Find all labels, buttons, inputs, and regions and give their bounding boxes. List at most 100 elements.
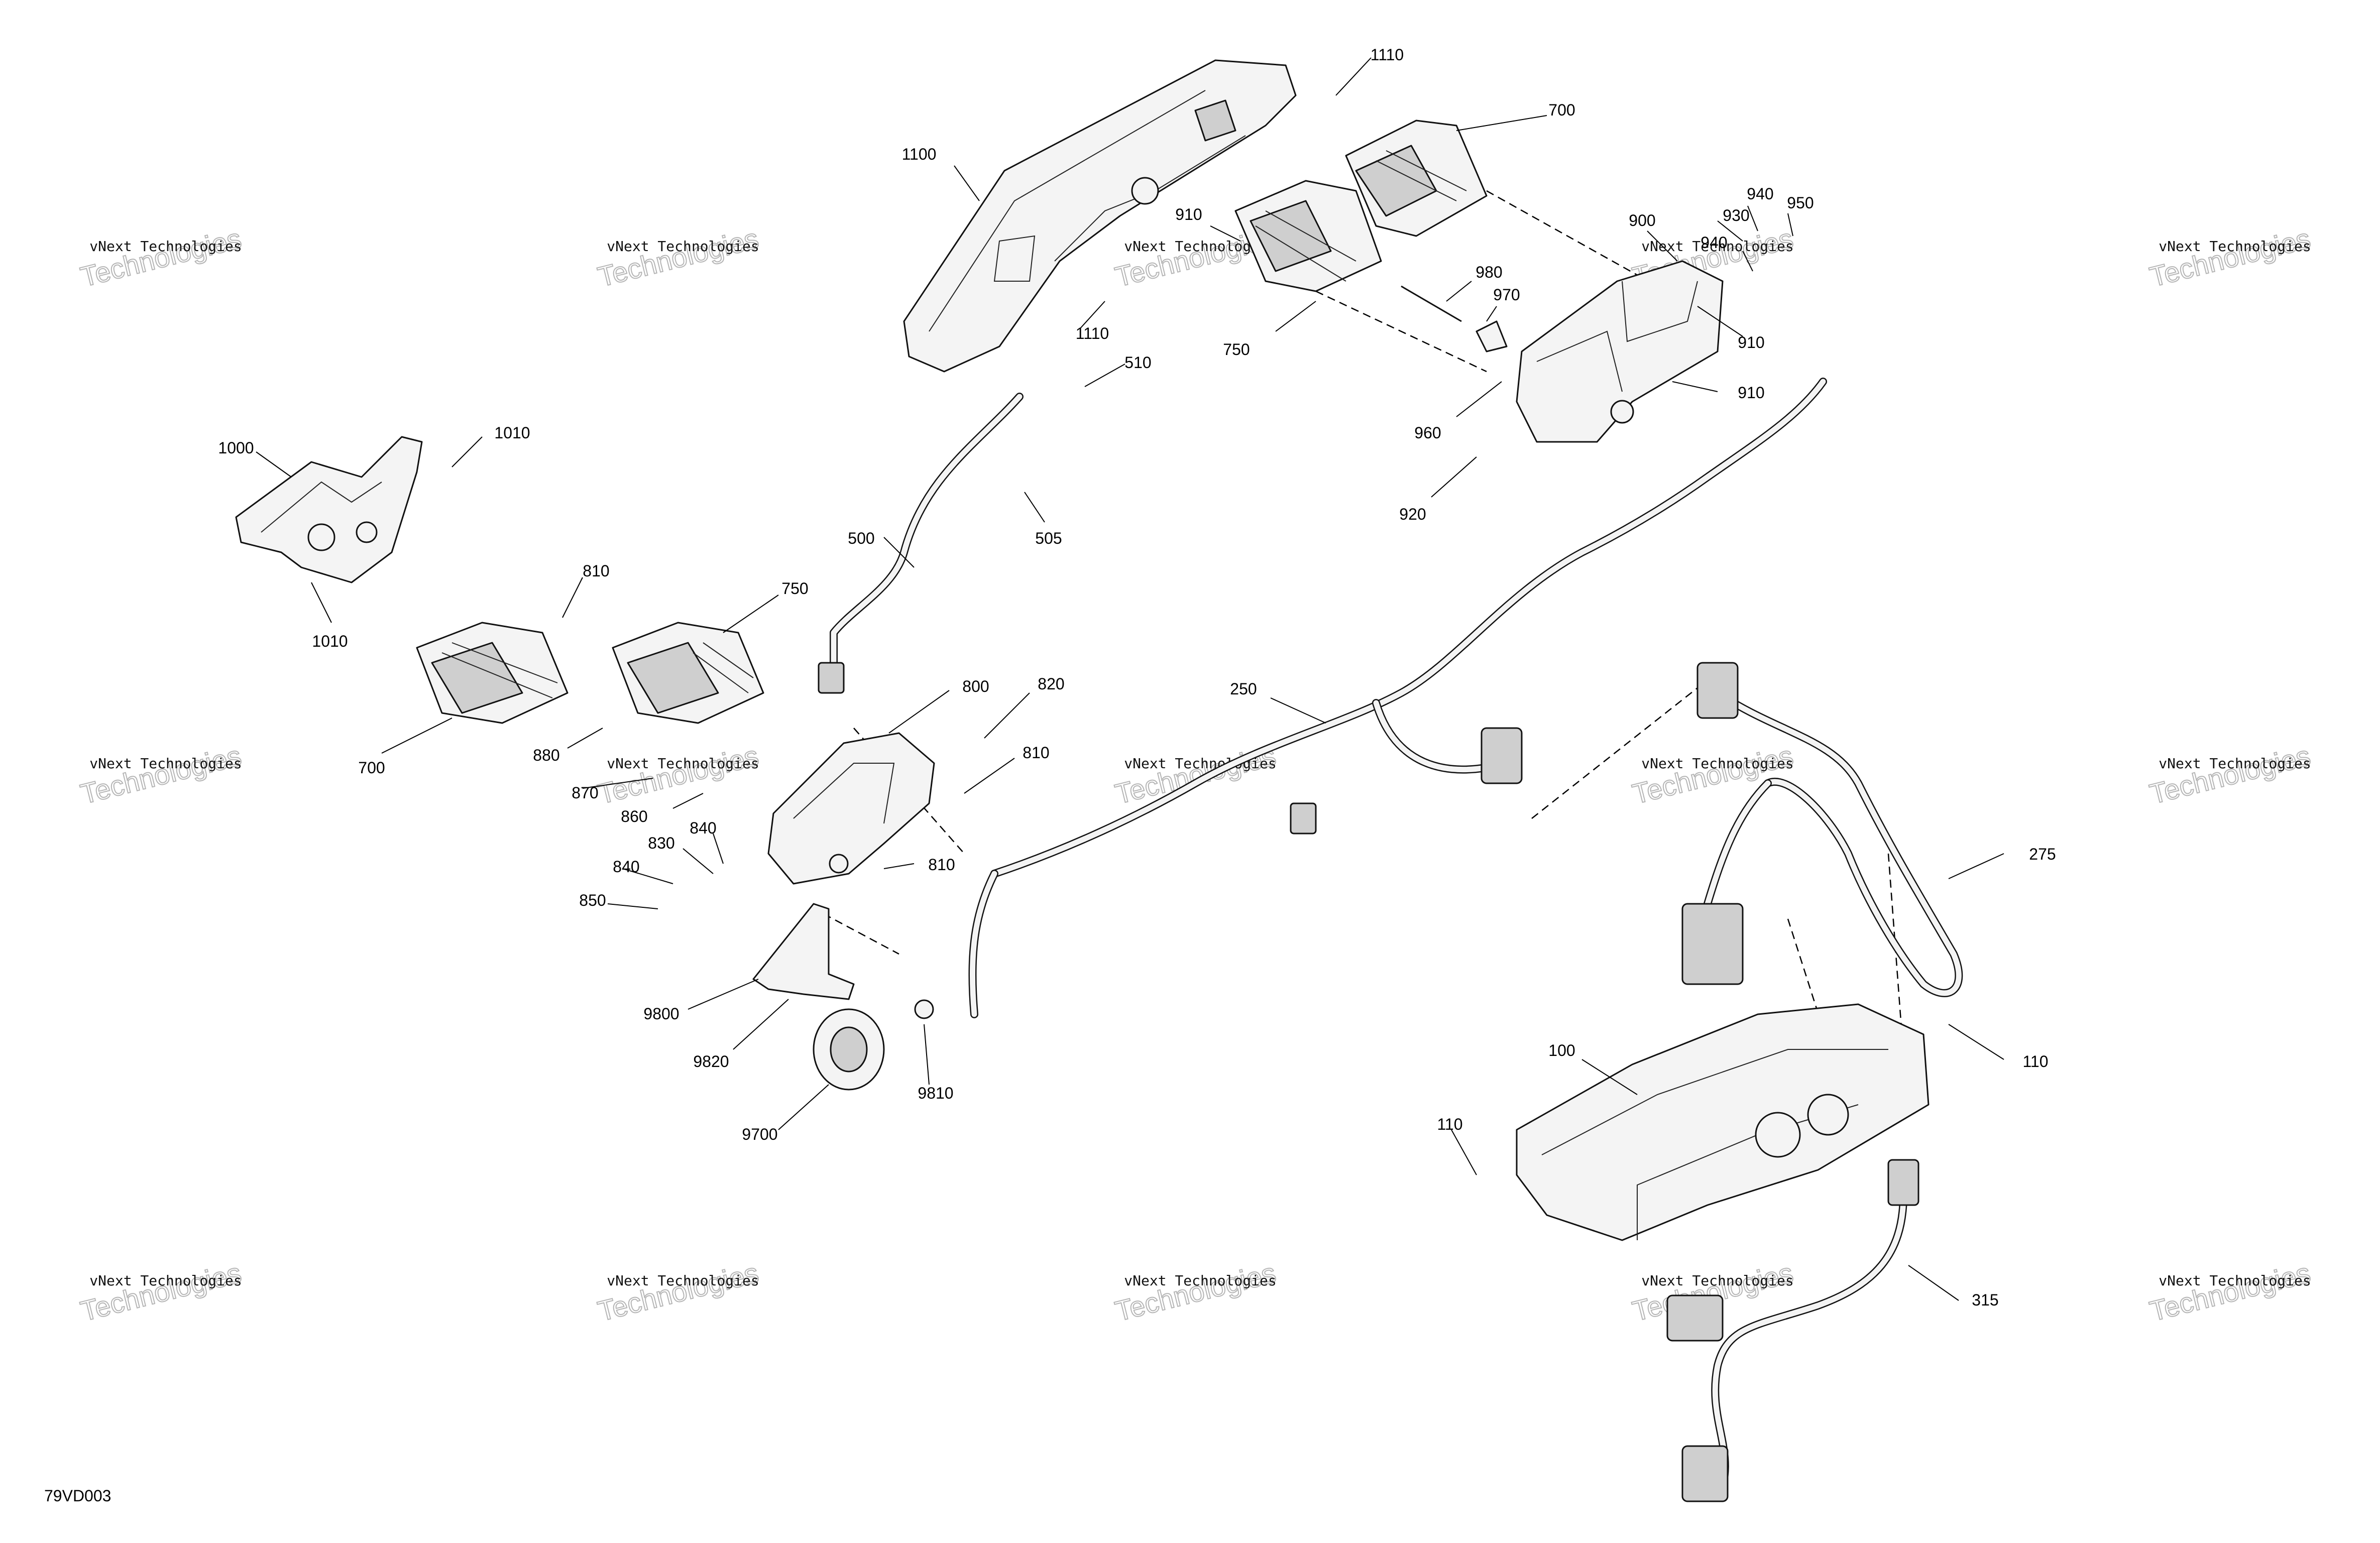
callout-label: 1010 <box>494 424 530 442</box>
callout-label: 900 <box>1629 211 1655 229</box>
watermark-text: vNext Technologies <box>2159 1272 2311 1289</box>
callout-label: 910 <box>1175 205 1202 223</box>
electrical-box-100 <box>1516 1003 1930 1241</box>
drawing-code: 79VD003 <box>44 1487 111 1505</box>
wiring-harness <box>818 378 1827 1018</box>
watermark-text: vNext Technologies <box>1641 238 1793 255</box>
callout-label: 910 <box>1738 333 1764 351</box>
callout-label: 315 <box>1972 1291 1998 1309</box>
callout-label: 100 <box>1548 1041 1575 1059</box>
callout-label: 910 <box>1738 384 1764 402</box>
callout-label: 800 <box>962 677 989 695</box>
watermark-text-large: Technologies <box>595 740 761 810</box>
horn-9700 <box>813 999 934 1091</box>
module-700-left <box>416 622 569 724</box>
watermark-text-large: Technologies <box>595 1257 761 1327</box>
watermark-text: vNext Technologies <box>607 238 759 255</box>
harness-275 <box>1681 662 1963 997</box>
callout-label: 860 <box>621 807 647 825</box>
callout-label: 275 <box>2029 845 2056 863</box>
callout-labels: 1100 1110 1110 700 910 940 930 950 940 9… <box>218 46 2056 1309</box>
harness-315 <box>1666 1159 1919 1502</box>
callout-label: 960 <box>1414 424 1441 442</box>
watermark-text-large: Technologies <box>77 222 244 293</box>
watermark-text-large: Technologies <box>1112 1257 1279 1327</box>
bracket-800 <box>767 732 935 885</box>
watermark-text-large: Technologies <box>2146 1257 2313 1327</box>
callout-label: 880 <box>533 746 559 764</box>
callout-label: 940 <box>1747 185 1773 203</box>
watermark-text: vNext Technologies <box>89 755 242 772</box>
watermark-text: vNext Technologies <box>2159 755 2311 772</box>
watermark-text-large: Technologies <box>2146 222 2313 293</box>
callout-label: 870 <box>572 784 598 802</box>
callout-label: 820 <box>1038 675 1064 693</box>
callout-label: 250 <box>1230 680 1257 698</box>
callout-label: 1110 <box>1076 324 1109 342</box>
module-750-upper <box>1234 180 1382 292</box>
callout-label: 980 <box>1476 263 1502 281</box>
callout-label: 810 <box>583 562 609 580</box>
callout-label: 1010 <box>312 632 348 650</box>
callout-label: 940 <box>1701 233 1727 252</box>
watermark-text: vNext Technologies <box>1641 755 1793 772</box>
callout-label: 500 <box>848 529 874 547</box>
watermark-text-large: Technologies <box>1112 740 1279 810</box>
callout-label: 9810 <box>918 1084 953 1102</box>
callout-label: 950 <box>1787 194 1814 212</box>
callout-label: 9820 <box>693 1052 729 1071</box>
callout-label: 700 <box>358 759 385 777</box>
callout-label: 9800 <box>643 1005 679 1023</box>
bracket-900 <box>1401 260 1724 443</box>
watermark-text-large: Technologies <box>2146 740 2313 810</box>
watermark-text-large: Technologies <box>77 1257 244 1327</box>
bracket-9800 <box>752 903 855 1000</box>
bracket-1000 <box>235 436 423 583</box>
instrument-cluster-1100 <box>903 59 1297 373</box>
watermark-text: vNext Technologies <box>1124 1272 1276 1289</box>
callout-label: 1100 <box>902 145 937 163</box>
callout-label: 930 <box>1723 206 1749 224</box>
watermark-text-large: Technologies <box>1629 740 1796 810</box>
watermark-text: vNext Technologies <box>89 1272 242 1289</box>
callout-label: 505 <box>1035 529 1062 547</box>
callout-label: 9700 <box>742 1125 777 1143</box>
callout-label: 700 <box>1548 101 1575 119</box>
callout-label: 810 <box>1023 744 1049 762</box>
callout-label: 750 <box>1223 340 1250 359</box>
callout-label: 850 <box>579 891 606 909</box>
watermark-text: vNext Technologies <box>89 238 242 255</box>
watermark-text-large: Technologies <box>595 222 761 293</box>
watermark-text-large: Technologies <box>77 740 244 810</box>
watermark-text: vNext Technologies <box>607 755 759 772</box>
callout-label: 840 <box>690 819 716 837</box>
callout-label: 1000 <box>218 439 254 457</box>
callout-label: 920 <box>1399 505 1426 523</box>
callout-label: 970 <box>1493 286 1520 304</box>
callout-label: 840 <box>613 858 639 876</box>
watermark-text: vNext Technologies <box>607 1272 759 1289</box>
callout-label: 750 <box>781 579 808 598</box>
callout-label: 110 <box>1437 1115 1462 1133</box>
module-700-upper <box>1345 120 1488 237</box>
callout-label: 1110 <box>1371 46 1404 64</box>
watermark-text: vNext Technologies <box>1641 1272 1793 1289</box>
watermark-text: vNext Technologies <box>2159 238 2311 255</box>
callout-label: 110 <box>2022 1052 2048 1071</box>
callout-label: 810 <box>928 856 955 874</box>
callout-label: 830 <box>648 834 674 852</box>
